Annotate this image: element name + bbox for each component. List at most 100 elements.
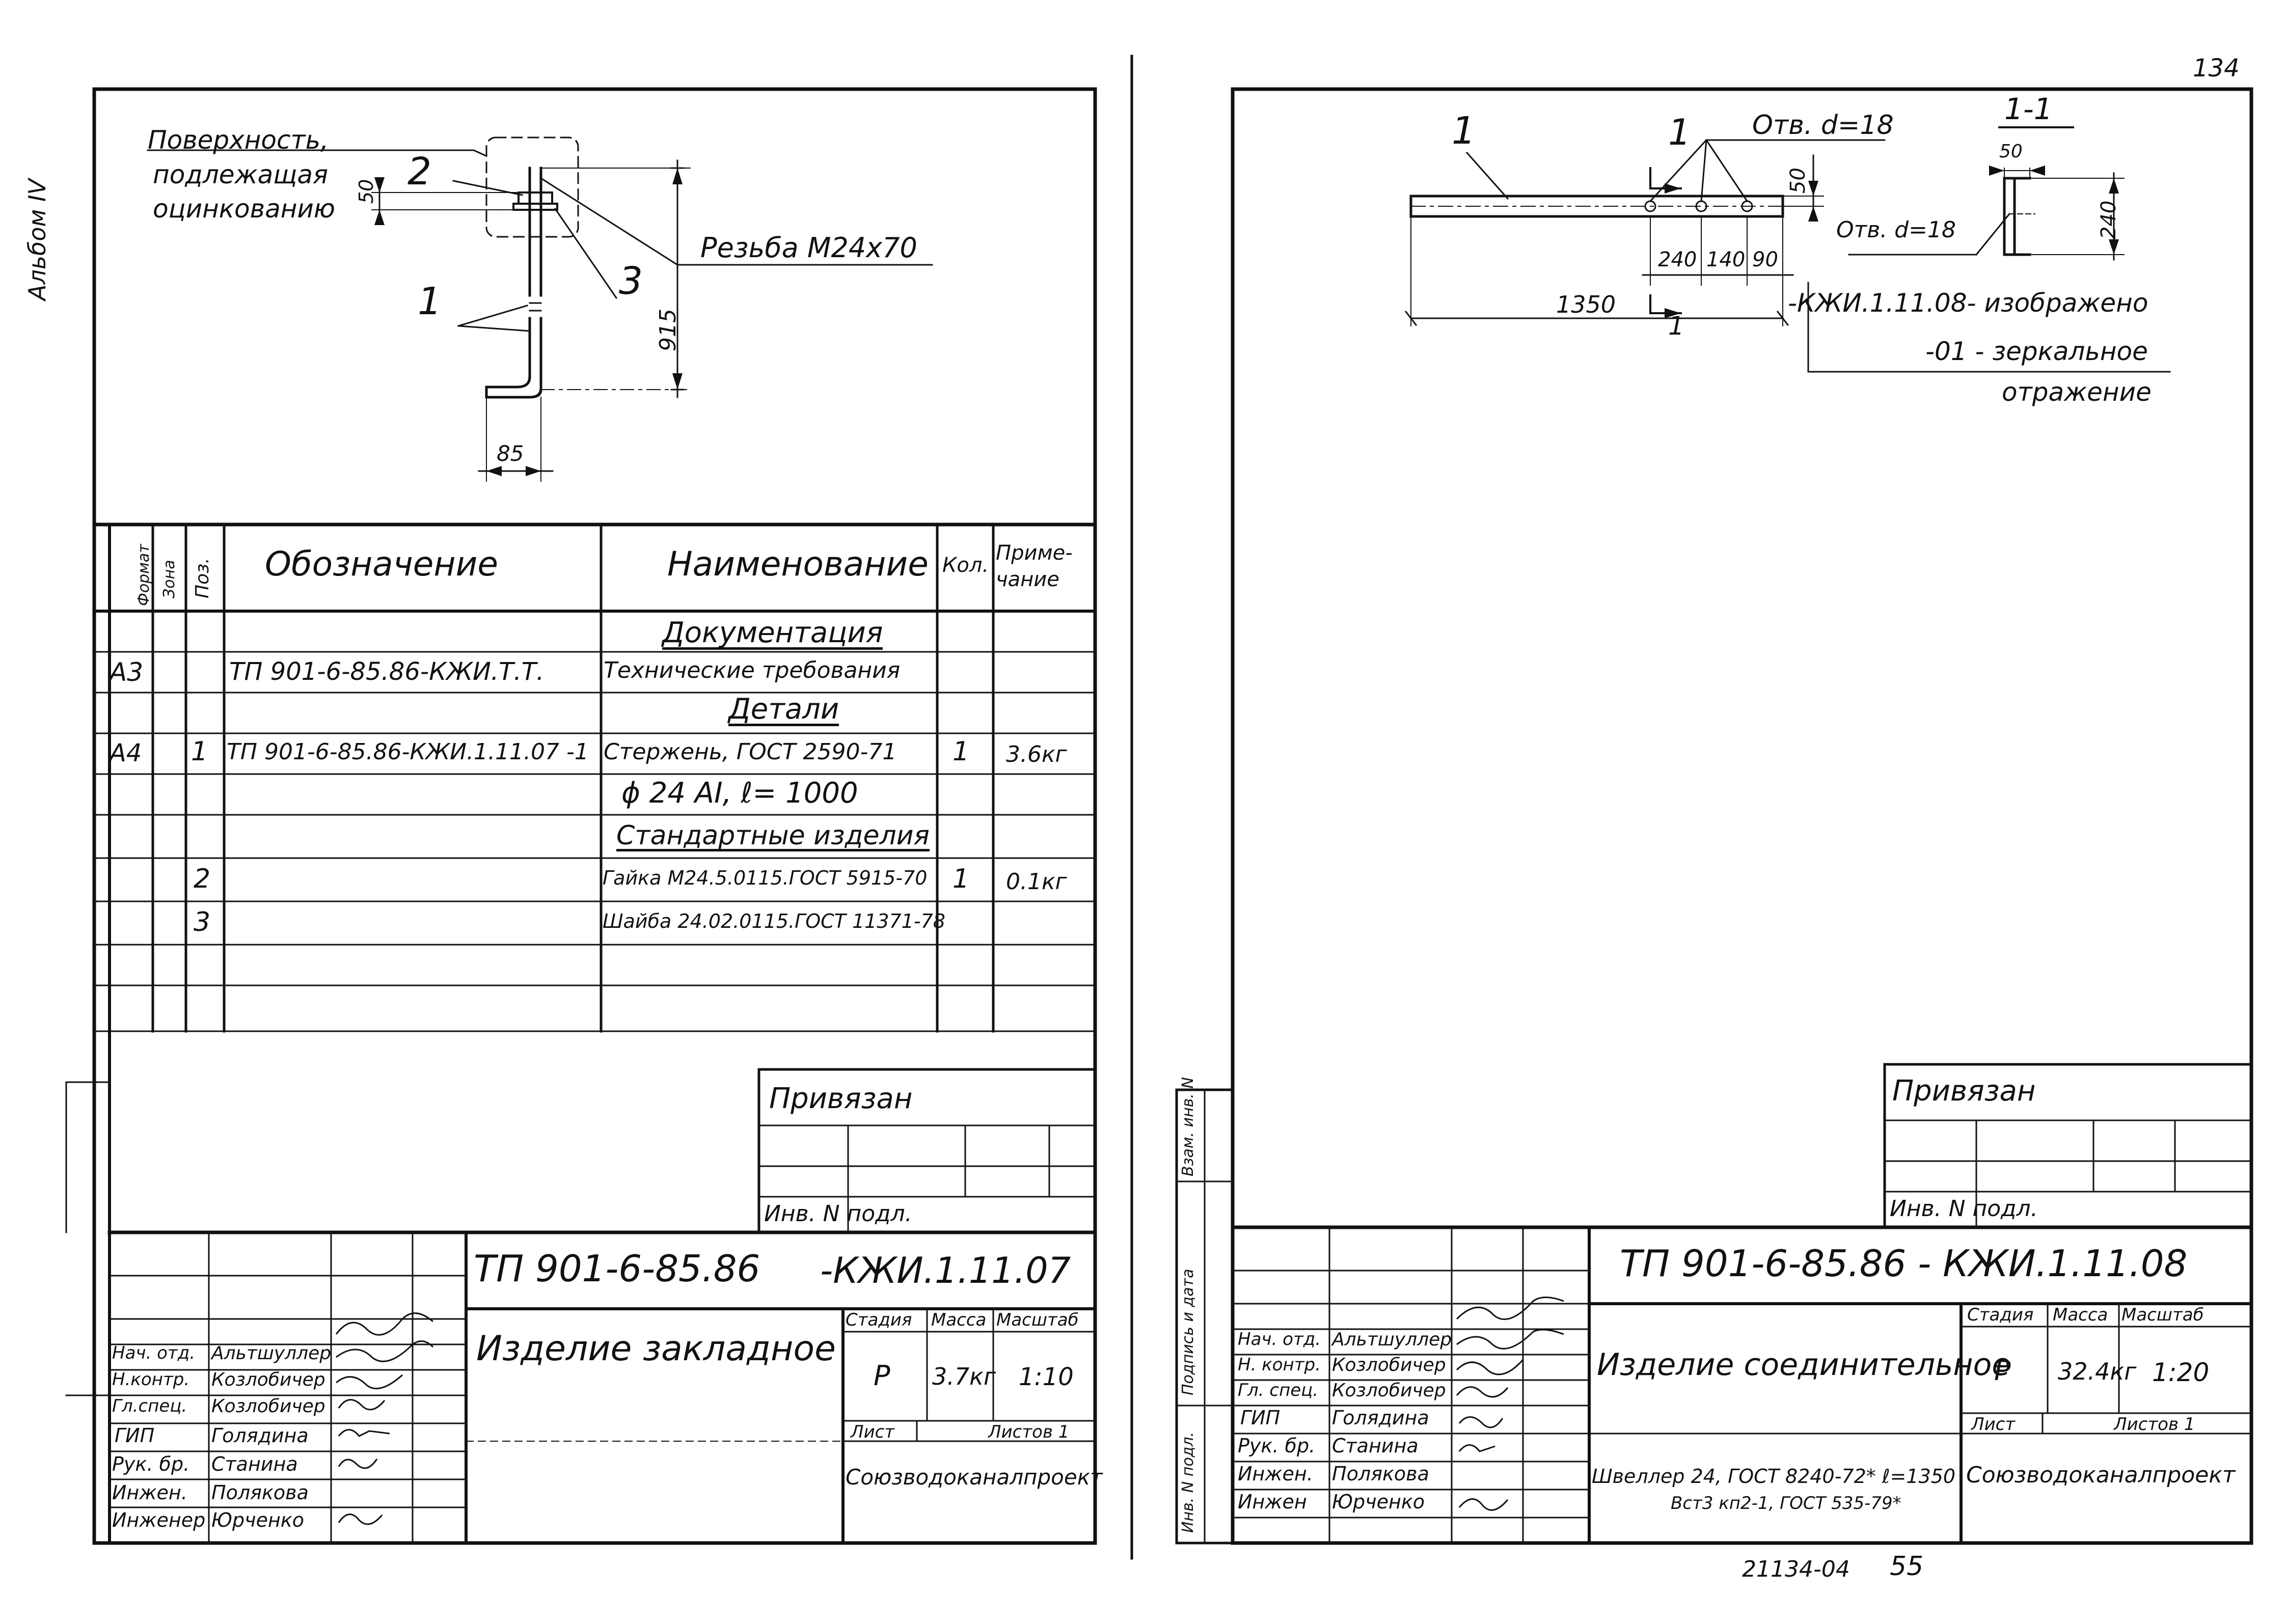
right-section-mark-bottom: 1	[1668, 311, 1684, 341]
album-label: Альбом IV	[23, 179, 51, 300]
thread-label: Резьба М24х70	[700, 232, 917, 264]
right-dim-1350: 1350	[1556, 291, 1616, 318]
right-drawing-code: ТП 901-6-85.86 - КЖИ.1.11.08	[1620, 1242, 2188, 1285]
left-name-1: Альтшуллер	[211, 1343, 332, 1364]
right-role-2: Н. контр.	[1238, 1355, 1321, 1375]
left-mass-value: 3.7кг	[932, 1363, 996, 1390]
left-role-4: ГИП	[115, 1424, 155, 1447]
left-stage-label: Стадия	[846, 1310, 912, 1330]
left-name-3: Козлобичер	[211, 1396, 325, 1417]
right-stage-label: Стадия	[1967, 1305, 2034, 1325]
right-name-5: Станина	[1332, 1435, 1419, 1457]
spec-row-8-name: Шайба 24.02.0115.ГОСТ 11371-78	[603, 910, 945, 932]
right-name-4: Голядина	[1332, 1407, 1429, 1429]
dim-85-label: 85	[497, 441, 524, 466]
right-role-6: Инжен.	[1238, 1463, 1313, 1485]
right-holes-label-2: Отв. d=18	[1836, 217, 1956, 243]
right-note-line-3: отражение	[2002, 377, 2152, 407]
left-role-5: Рук. бр.	[112, 1453, 190, 1475]
right-role-5: Рук. бр.	[1238, 1435, 1316, 1457]
spec-header-designation: Обозначение	[265, 544, 498, 584]
right-material-line-1: Швеллер 24, ГОСТ 8240-72* ℓ=1350	[1592, 1465, 1956, 1488]
spec-header-pos: Поз.	[192, 558, 213, 598]
right-pos-1-label: 1	[1452, 109, 1476, 153]
spec-row-7-qty: 1	[953, 864, 970, 894]
right-dim-90: 90	[1752, 248, 1778, 271]
left-organization: Союзводоканалпроект	[846, 1465, 1103, 1490]
spec-header-qty: Кол.	[942, 554, 989, 577]
left-mass-label: Масса	[931, 1310, 987, 1330]
left-drawing-code-suffix: -КЖИ.1.11.07	[820, 1250, 1071, 1291]
left-role-6: Инжен.	[112, 1481, 187, 1504]
spec-row-8-pos: 3	[194, 907, 211, 938]
side-stamp-replace-inv: Взам. инв. N	[1179, 1077, 1197, 1176]
left-inv-label: Инв. N подл.	[764, 1201, 912, 1227]
spec-row-7-pos: 2	[194, 864, 211, 894]
spec-row-4-qty: 1	[953, 736, 970, 767]
right-section-title: 1-1	[2004, 92, 2053, 126]
right-product-name: Изделие соединительное	[1597, 1347, 2011, 1383]
right-holes-label: Отв. d=18	[1752, 110, 1894, 141]
footer-page: 55	[1890, 1551, 1924, 1582]
right-dim-240-vertical: 240	[2097, 200, 2120, 239]
spec-header-name: Наименование	[667, 544, 929, 584]
note-surface-line-2: подлежащая	[153, 160, 329, 189]
left-name-7: Юрченко	[211, 1509, 305, 1531]
right-dim-50-vertical: 50	[1786, 168, 1810, 194]
left-role-3: Гл.спец.	[112, 1396, 187, 1416]
right-organization: Союзводоканалпроект	[1966, 1462, 2236, 1488]
left-name-4: Голядина	[211, 1424, 309, 1447]
right-mass-value: 32.4кг	[2058, 1358, 2137, 1385]
left-name-5: Станина	[211, 1453, 298, 1475]
right-note-line-2: -01 - зеркальное	[1925, 337, 2148, 366]
right-role-7: Инжен	[1238, 1491, 1307, 1513]
spec-row-4-name: Стержень, ГОСТ 2590-71	[604, 739, 897, 765]
left-sheet-label: Лист	[851, 1422, 895, 1442]
signature-scribbles	[335, 1297, 1564, 1525]
spec-row-6-name: Стандартные изделия	[616, 820, 930, 851]
right-role-3: Гл. спец.	[1238, 1380, 1319, 1400]
spec-header-zone: Зона	[160, 560, 178, 598]
right-stage-value: Р	[1994, 1355, 2011, 1387]
spec-row-7-name: Гайка М24.5.0115.ГОСТ 5915-70	[603, 867, 928, 889]
right-privyazan-label: Привязан	[1892, 1075, 2036, 1108]
spec-row-2-name: Технические требования	[604, 657, 901, 683]
spec-row-4-format: А4	[110, 739, 142, 767]
spec-row-5-name: ϕ 24 AI, ℓ= 1000	[621, 777, 858, 810]
right-section-mark-top: 1	[1668, 112, 1691, 153]
left-scale-label: Масштаб	[996, 1310, 1079, 1330]
right-name-3: Козлобичер	[1332, 1380, 1446, 1401]
left-scale-value: 1:10	[1019, 1363, 1074, 1391]
right-sheet-label: Лист	[1971, 1414, 2016, 1435]
left-sheets-label: Листов 1	[988, 1422, 1070, 1442]
left-privyazan-label: Привязан	[769, 1082, 913, 1115]
right-note-line-1: -КЖИ.1.11.08- изображено	[1788, 288, 2148, 318]
spec-row-4-note: 3.6кг	[1006, 741, 1067, 767]
right-scale-label: Масштаб	[2121, 1305, 2204, 1325]
right-name-6: Полякова	[1332, 1463, 1429, 1485]
spec-row-1-name: Документация	[662, 616, 883, 650]
right-dim-240: 240	[1658, 248, 1697, 271]
spec-row-4-designation: ТП 901-6-85.86-КЖИ.1.11.07 -1	[227, 739, 589, 765]
left-role-2: Н.контр.	[112, 1369, 190, 1390]
left-role-1: Нач. отд.	[112, 1343, 196, 1363]
footer-order-number: 21134-04	[1742, 1556, 1850, 1582]
dim-50-label: 50	[355, 179, 377, 204]
side-stamp-inv: Инв. N подл.	[1179, 1432, 1197, 1533]
right-role-1: Нач. отд.	[1238, 1329, 1321, 1350]
right-name-2: Козлобичер	[1332, 1355, 1446, 1375]
right-name-7: Юрченко	[1332, 1491, 1425, 1513]
spec-row-2-designation: ТП 901-6-85.86-КЖИ.Т.Т.	[229, 657, 545, 686]
right-inv-label: Инв. N подл.	[1890, 1196, 2038, 1222]
left-product-name: Изделие закладное	[476, 1329, 836, 1369]
left-drawing-code: ТП 901-6-85.86	[474, 1247, 760, 1290]
dim-915-label: 915	[655, 309, 681, 351]
right-role-4: ГИП	[1240, 1407, 1281, 1429]
left-role-7: Инженер	[112, 1509, 206, 1531]
right-dim-140: 140	[1706, 248, 1746, 271]
spec-header-note: Приме-чание	[996, 541, 1073, 591]
right-name-1: Альтшуллер	[1332, 1329, 1452, 1350]
note-surface-line-3: оцинкованию	[153, 194, 335, 224]
pos-1-label: 1	[418, 280, 442, 323]
right-sheets-label: Листов 1	[2114, 1414, 2195, 1435]
